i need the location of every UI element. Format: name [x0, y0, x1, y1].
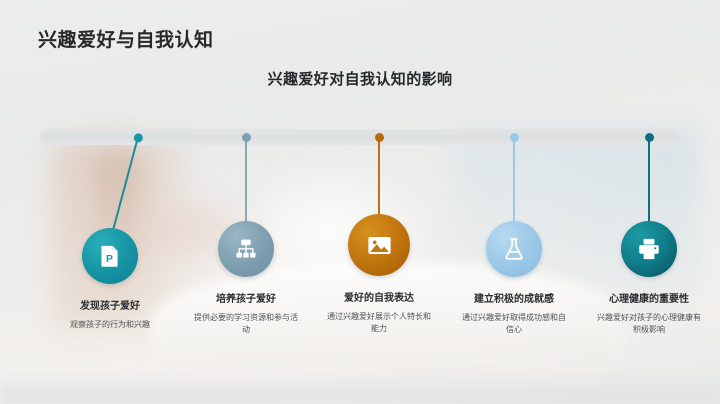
- node-1-circle[interactable]: P: [82, 228, 138, 284]
- connector-line-1: [111, 137, 139, 233]
- connector-line-2: [245, 137, 247, 228]
- printer-icon: [636, 236, 662, 262]
- image-picture-icon: [365, 231, 394, 260]
- connector-line-4: [513, 137, 515, 228]
- timeline-dot-3[interactable]: [374, 133, 384, 142]
- file-document-p-icon: P: [97, 243, 123, 269]
- timeline-node-3[interactable]: 爱好的自我表达 通过兴趣爱好展示个人特长和能力: [313, 214, 445, 335]
- node-1-description: 观察孩子的行为和兴趣: [70, 319, 150, 329]
- node-4-circle[interactable]: [486, 221, 542, 277]
- background-bottom-band: [0, 372, 720, 404]
- node-2-title: 培养孩子爱好: [216, 294, 276, 305]
- node-4-title: 建立积极的成就感: [474, 294, 554, 305]
- node-3-title: 爱好的自我表达: [344, 293, 414, 304]
- svg-text:P: P: [106, 254, 113, 265]
- slide-title: 兴趣爱好与自我认知: [38, 30, 214, 51]
- node-1-title: 发现孩子爱好: [80, 301, 140, 312]
- timeline-node-5[interactable]: 心理健康的重要性 兴趣爱好对孩子的心理健康有积极影响: [583, 221, 715, 336]
- connector-line-3: [378, 137, 380, 221]
- org-chart-hierarchy-icon: [233, 236, 259, 262]
- node-5-description: 兴趣爱好对孩子的心理健康有积极影响: [597, 312, 701, 334]
- connector-line-5: [648, 137, 650, 228]
- node-5-title: 心理健康的重要性: [609, 294, 689, 305]
- flask-beaker-icon: [501, 236, 527, 262]
- timeline-dot-4[interactable]: [509, 133, 519, 142]
- slide-subtitle: 兴趣爱好对自我认知的影响: [267, 71, 453, 88]
- timeline-node-1[interactable]: P 发现孩子爱好 观察孩子的行为和兴趣: [44, 228, 176, 331]
- timeline-dot-2[interactable]: [241, 133, 251, 142]
- timeline-dot-5[interactable]: [644, 133, 654, 142]
- node-2-description: 提供必要的学习资源和参与活动: [194, 312, 298, 334]
- node-4-description: 通过兴趣爱好取得成功感和自信心: [462, 312, 566, 334]
- timeline-bar: [40, 129, 680, 145]
- connector-stem-1: [111, 132, 144, 233]
- timeline-node-4[interactable]: 建立积极的成就感 通过兴趣爱好取得成功感和自信心: [448, 221, 580, 336]
- node-3-circle[interactable]: [348, 214, 410, 276]
- node-3-description: 通过兴趣爱好展示个人特长和能力: [327, 311, 431, 333]
- timeline-node-2[interactable]: 培养孩子爱好 提供必要的学习资源和参与活动: [180, 221, 312, 336]
- node-5-circle[interactable]: [621, 221, 677, 277]
- node-2-circle[interactable]: [218, 221, 274, 277]
